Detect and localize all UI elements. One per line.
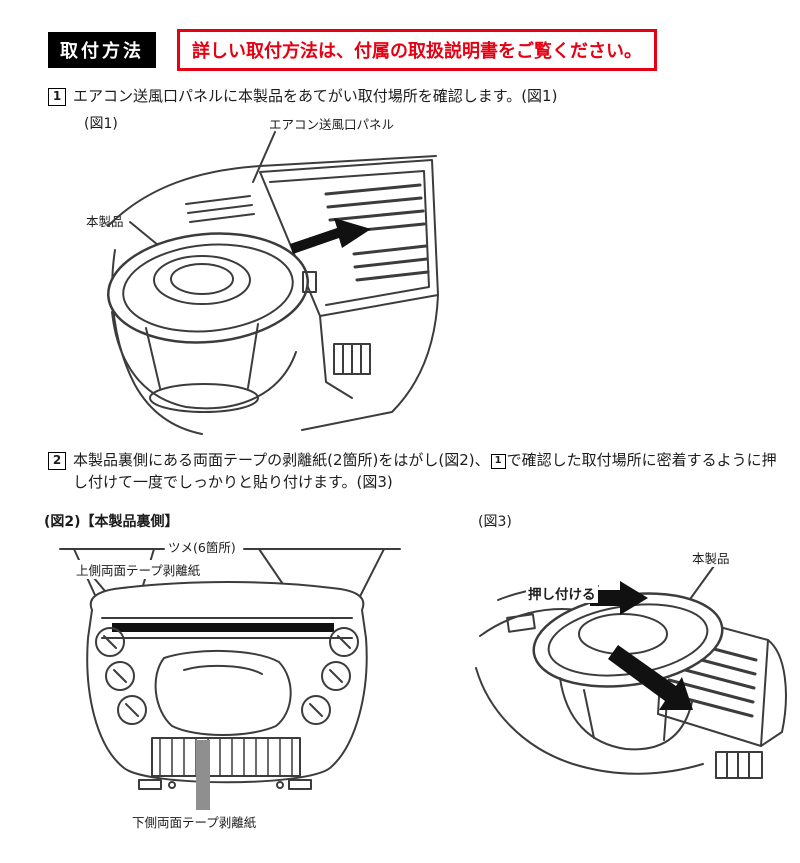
section-title-badge: 取付方法 bbox=[48, 32, 156, 68]
fig1-callout-panel: エアコン送風口パネル bbox=[267, 114, 397, 133]
fig3-callout-press: 押し付ける bbox=[526, 583, 598, 603]
fig2-callout-upper-tape: 上側両面テープ剥離紙 bbox=[74, 560, 203, 579]
fig2-callout-lower-tape: 下側両面テープ剥離紙 bbox=[130, 812, 259, 831]
notice-box: 詳しい取付方法は、付属の取扱説明書をご覧ください。 bbox=[177, 29, 657, 71]
attach-arrow-icon bbox=[608, 645, 693, 710]
fig1-label: (図1) bbox=[84, 116, 118, 132]
step1-text: エアコン送風口パネルに本製品をあてがい取付場所を確認します。(図1) bbox=[73, 87, 558, 105]
lower-tape-bar bbox=[196, 740, 210, 810]
fig1-drawing bbox=[107, 131, 439, 435]
step2-text-b: で確認した取付場所に密着するように押し付けて一度でしっかりと貼り付けます。(図3… bbox=[73, 451, 777, 491]
fig1-callout-product: 本製品 bbox=[84, 211, 126, 230]
step2-text-a: 本製品裏側にある両面テープの剥離紙(2箇所)をはがし(図2)、 bbox=[73, 451, 490, 469]
fig3-callout-product: 本製品 bbox=[690, 548, 732, 567]
insert-arrow-icon bbox=[290, 218, 371, 254]
step2-number-box: 2 bbox=[48, 452, 66, 470]
press-arrow-icon bbox=[590, 581, 648, 615]
step-1: 1 エアコン送風口パネルに本製品をあてがい取付場所を確認します。(図1) bbox=[48, 86, 779, 108]
fig2-callout-tabs: ツメ(6箇所) bbox=[166, 537, 238, 556]
fig2-label: (図2)【本製品裏側】 bbox=[44, 514, 179, 530]
step2-ref-box: 1 bbox=[490, 454, 506, 469]
fig3-drawing bbox=[475, 565, 787, 779]
fig2-drawing bbox=[59, 548, 401, 810]
step1-number-box: 1 bbox=[48, 88, 66, 106]
fig3-label: (図3) bbox=[478, 514, 512, 530]
